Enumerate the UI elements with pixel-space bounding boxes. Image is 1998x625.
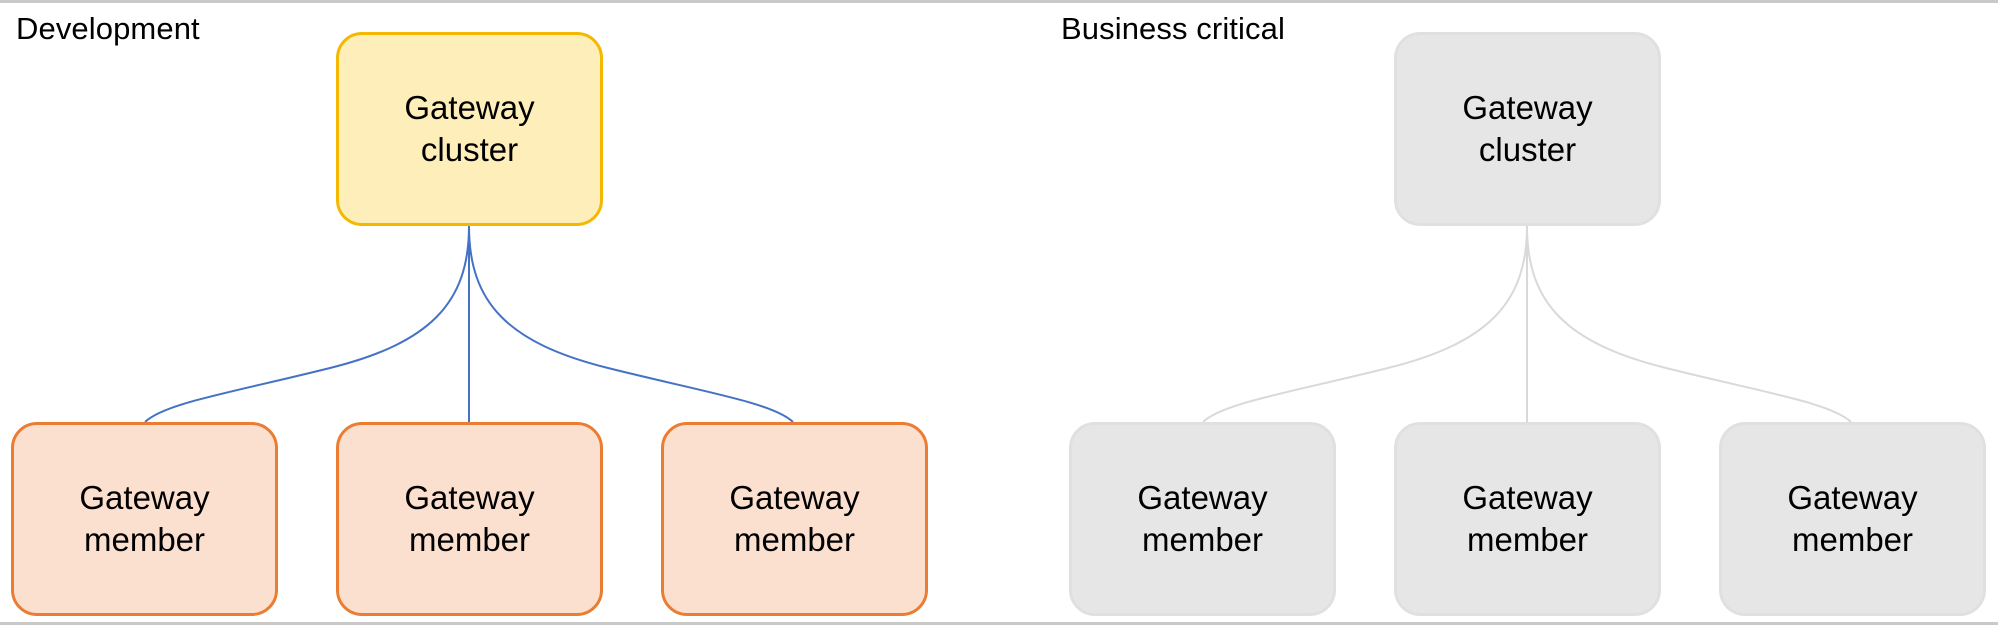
node-label-line-2: member bbox=[733, 521, 856, 558]
connector-layer bbox=[144, 225, 1852, 423]
connector-dev-cluster-to-member-3 bbox=[468, 225, 794, 423]
node-label-line-1: Gateway bbox=[1137, 478, 1268, 516]
node-development-gateway-member-3[interactable]: Gateway member bbox=[661, 422, 928, 616]
node-label-line-2: member bbox=[83, 521, 206, 558]
node-label-line-1: Gateway bbox=[404, 88, 535, 126]
node-label-line-1: Gateway bbox=[1462, 88, 1593, 126]
node-label-line-1: Gateway bbox=[79, 478, 210, 516]
node-development-gateway-member-1[interactable]: Gateway member bbox=[11, 422, 278, 616]
node-label-line-1: Gateway bbox=[1462, 478, 1593, 516]
node-label-line-2: cluster bbox=[1478, 131, 1577, 168]
node-business-critical-gateway-cluster[interactable]: Gateway cluster bbox=[1394, 32, 1661, 226]
node-label-line-2: member bbox=[1141, 521, 1264, 558]
node-business-critical-gateway-member-1[interactable]: Gateway member bbox=[1069, 422, 1336, 616]
node-label-line-2: member bbox=[1791, 521, 1914, 558]
section-title-development: Development bbox=[16, 11, 200, 46]
node-development-gateway-cluster[interactable]: Gateway cluster bbox=[336, 32, 603, 226]
connector-bc-cluster-to-member-3 bbox=[1526, 225, 1852, 423]
node-development-gateway-member-2[interactable]: Gateway member bbox=[336, 422, 603, 616]
connector-bc-cluster-to-member-1 bbox=[1202, 225, 1528, 423]
node-label-line-2: member bbox=[1466, 521, 1589, 558]
node-business-critical-gateway-member-3[interactable]: Gateway member bbox=[1719, 422, 1986, 616]
node-label-line-1: Gateway bbox=[1787, 478, 1918, 516]
node-label-line-1: Gateway bbox=[729, 478, 860, 516]
node-business-critical-gateway-member-2[interactable]: Gateway member bbox=[1394, 422, 1661, 616]
node-label-line-1: Gateway bbox=[404, 478, 535, 516]
section-title-business-critical: Business critical bbox=[1061, 11, 1285, 46]
node-label-line-2: member bbox=[408, 521, 531, 558]
connector-dev-cluster-to-member-1 bbox=[144, 225, 470, 423]
node-label-line-2: cluster bbox=[420, 131, 519, 168]
